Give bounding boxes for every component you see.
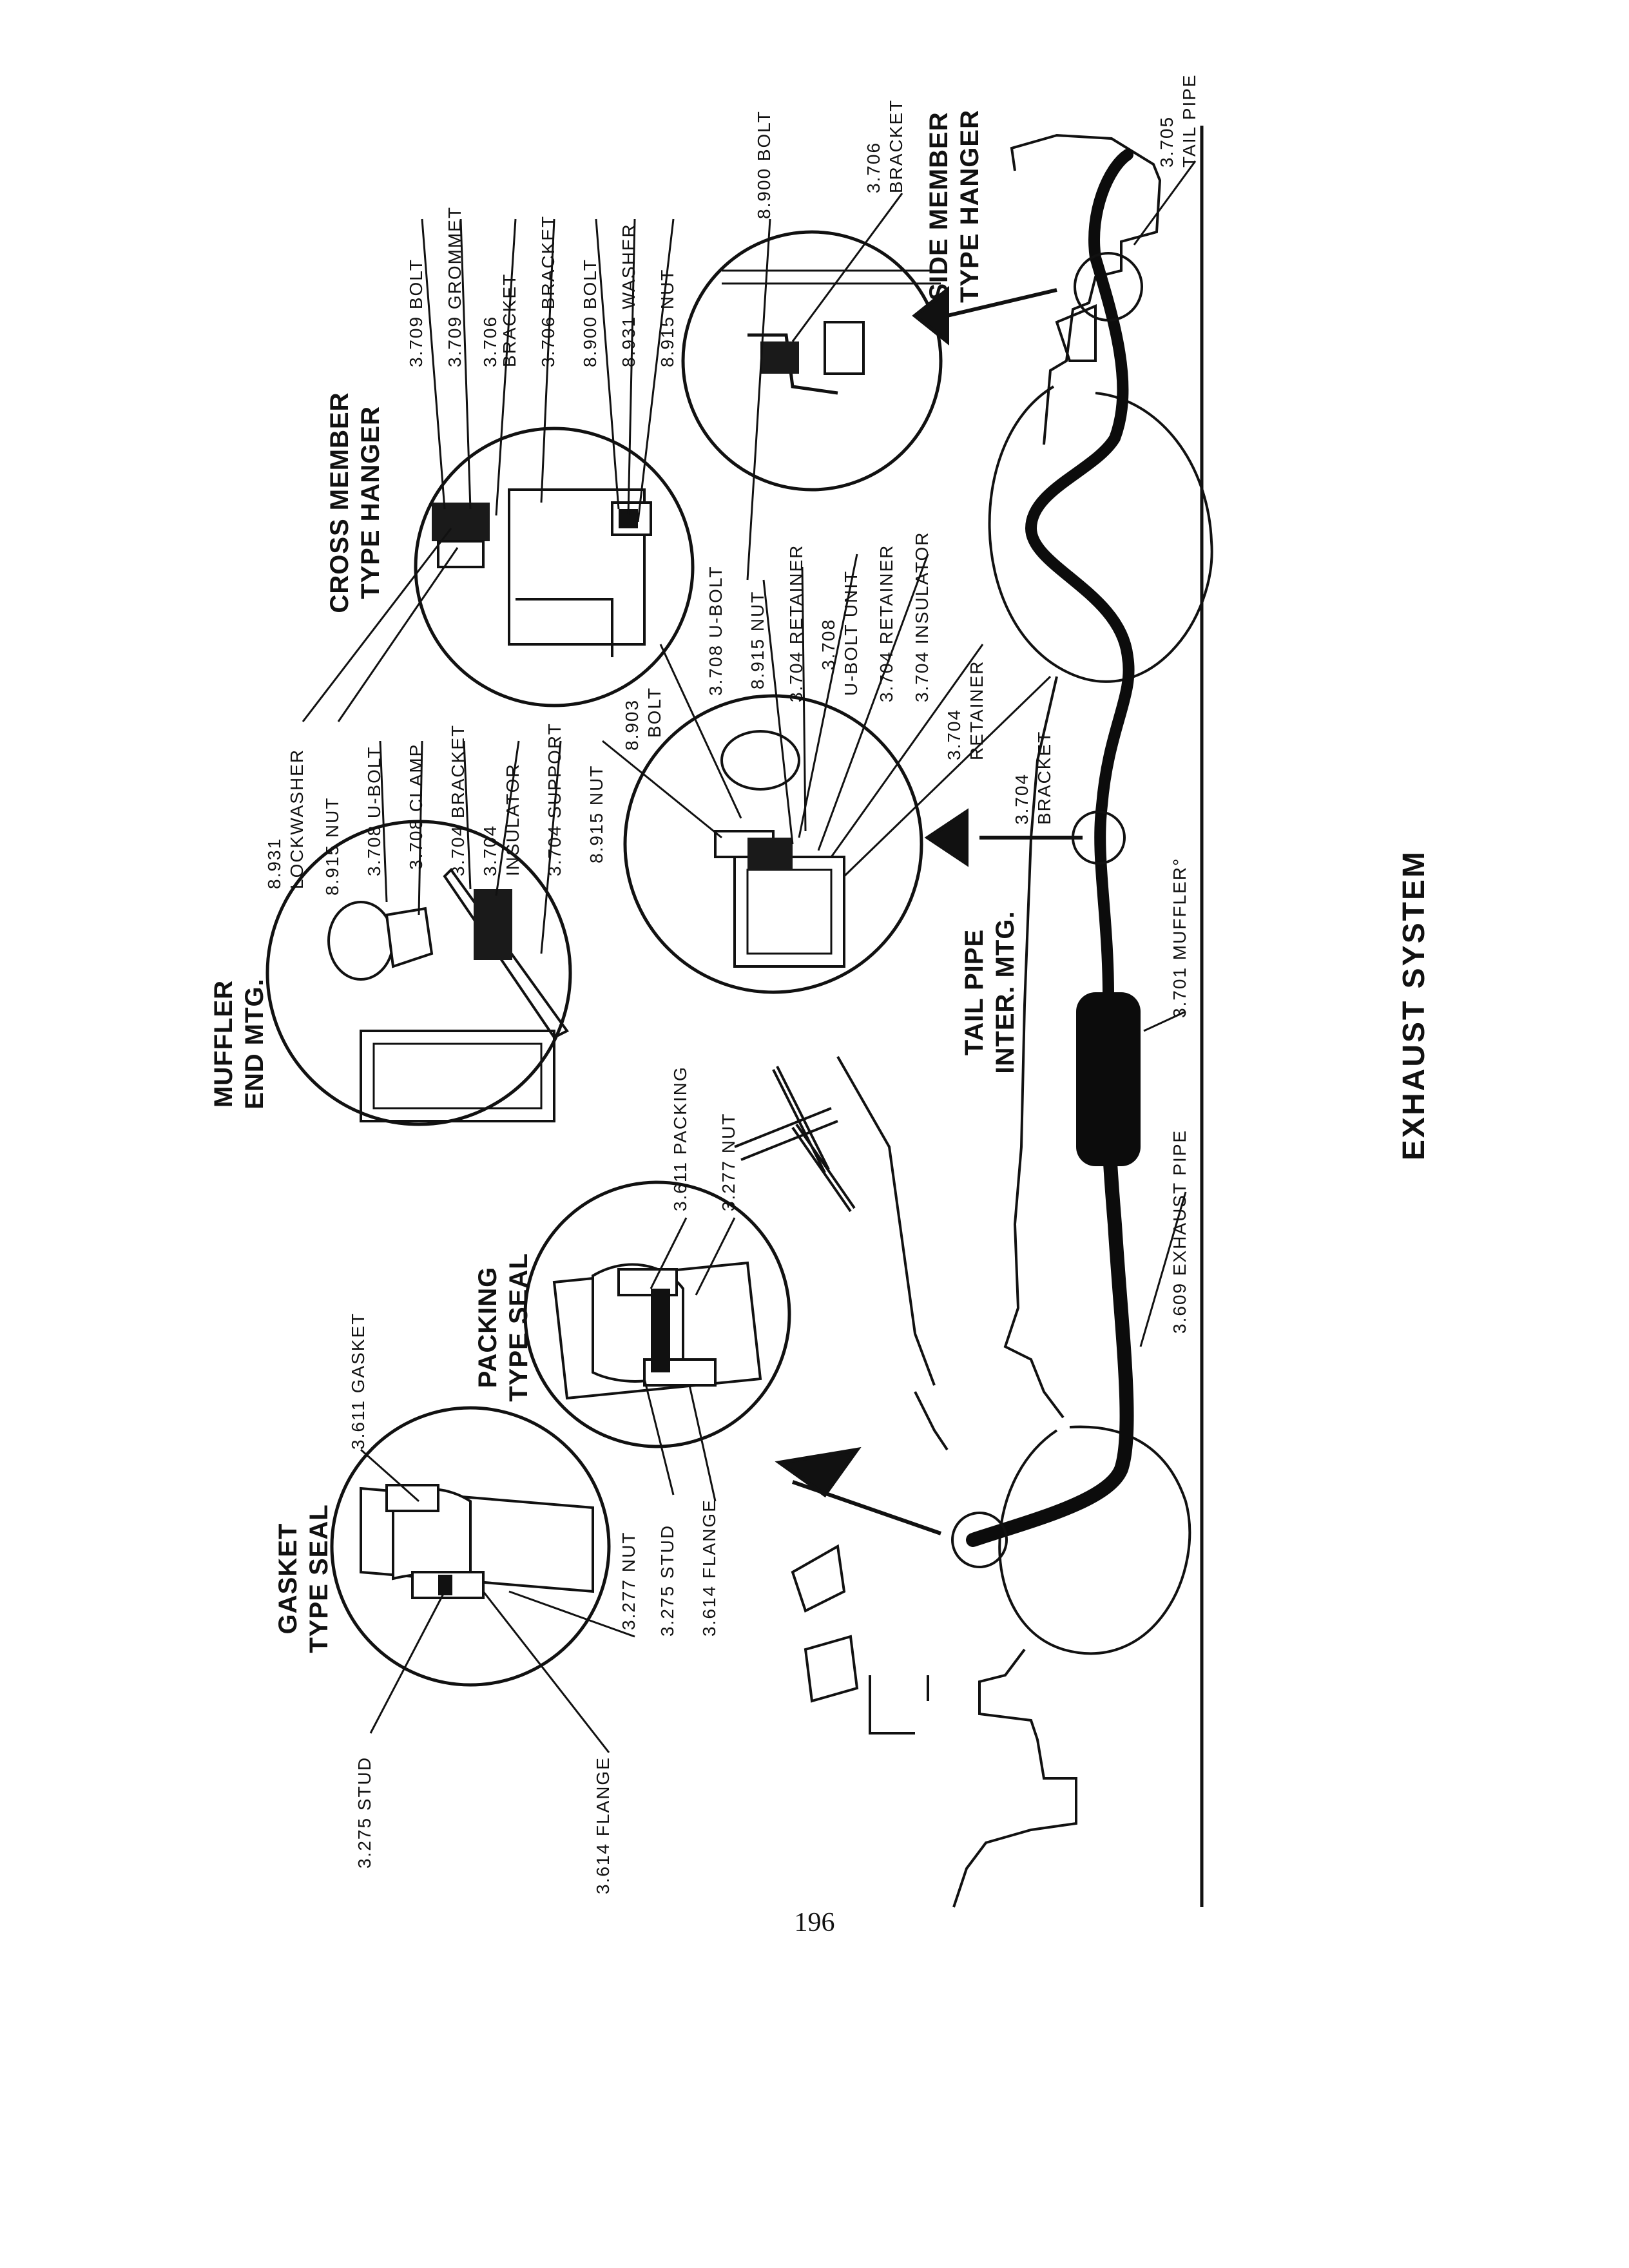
label-tailpipe-num: 3.705 [1157, 116, 1177, 168]
label-side-bracket-num: 3.706 [863, 142, 883, 193]
heading-tailpipe: TAIL PIPE INTER. MTG. [960, 910, 1019, 1073]
label-exhaust-pipe: 3.609 EXHAUST PIPE [1170, 1129, 1190, 1334]
heading-muffler-line2: END MTG. [240, 978, 269, 1110]
label-muffler-nut: 8.915 NUT [322, 797, 342, 896]
page-number: 196 [794, 1908, 835, 1937]
heading-tailpipe-line2: INTER. MTG. [991, 910, 1019, 1073]
label-muffler-clamp: 3.708 CLAMP [406, 744, 426, 870]
label-tail-bolt-num: 8.903 [622, 699, 642, 751]
label-muffler-lockwasher-num: 8.931 [264, 838, 284, 889]
label-tail-retainer3: RETAINER [967, 660, 987, 761]
label-muffler-insulator-num: 3.704 [480, 825, 500, 876]
label-side-bolt: 8.900 BOLT [754, 110, 774, 219]
heading-sidemember-line2: TYPE HANGER [956, 110, 984, 303]
heading-gasket-line1: GASKET [274, 1523, 302, 1635]
page-title: EXHAUST SYSTEM [1397, 850, 1431, 1160]
side-member-marker [1074, 252, 1143, 322]
muffler-body [1076, 992, 1141, 1166]
label-cross-nut: 8.915 NUT [657, 269, 677, 367]
label-cross-bracket-num: 3.706 [480, 316, 500, 367]
label-cross-bolt2: 8.900 BOLT [580, 258, 600, 367]
label-gasket-stud: 3.275 STUD [354, 1756, 374, 1869]
label-side-bracket: BRACKET [886, 99, 906, 193]
packing-seal-inset [523, 1180, 791, 1448]
label-gasket-gasket: 3.611 GASKET [348, 1312, 368, 1450]
label-tail-bracket: BRACKET [1034, 731, 1054, 825]
label-tail-nut: 8.915 NUT [747, 591, 767, 689]
label-tail-retainer3-num: 3.704 [944, 709, 964, 760]
label-muffler-lockwasher: LOCKWASHER [287, 749, 307, 889]
tail-pipe-line [1025, 149, 1135, 1001]
main-exhaust-pipe [966, 1101, 1134, 1547]
sidemember-inset [681, 230, 943, 492]
heading-gasket: GASKET TYPE SEAL [274, 1504, 333, 1653]
gasket-pointer-arrow [775, 1446, 941, 1535]
label-packing-stud: 3.275 STUD [657, 1524, 677, 1637]
label-tail-ubolt: 3.708 U-BOLT [706, 566, 726, 696]
label-packing-packing: 3.611 PACKING [670, 1066, 690, 1211]
heading-packing-line2: TYPE SEAL [505, 1253, 533, 1401]
label-muffler-nut2: 8.915 NUT [586, 765, 606, 863]
heading-muffler-line1: MUFFLER [209, 980, 238, 1108]
label-gasket-flange: 3.614 FLANGE [593, 1756, 613, 1894]
leader-lines [302, 160, 1197, 1753]
label-tailpipe: TAIL PIPE [1179, 73, 1199, 168]
heading-tailpipe-line1: TAIL PIPE [960, 929, 988, 1055]
label-tail-bolt: BOLT [644, 687, 664, 738]
heading-crossmember-line2: TYPE HANGER [356, 406, 385, 599]
heading-sidemember-line1: SIDE MEMBER [925, 111, 953, 300]
heading-sidemember: SIDE MEMBER TYPE HANGER [925, 110, 984, 303]
label-muffler: 3.701 MUFFLER° [1170, 858, 1190, 1018]
label-tail-bracket-num: 3.704 [1012, 773, 1032, 825]
gasket-seal-inset [330, 1406, 611, 1687]
heading-gasket-line2: TYPE SEAL [305, 1504, 333, 1653]
label-cross-washer: 8.931 WASHER [619, 223, 639, 367]
label-packing-nut: 3.277 NUT [718, 1113, 738, 1211]
heading-crossmember-line1: CROSS MEMBER [325, 392, 354, 613]
label-tail-retainer2: 3.704 RETAINER [876, 544, 896, 702]
crossmember-inset [414, 427, 695, 707]
heading-packing: PACKING TYPE SEAL [474, 1253, 533, 1401]
heading-muffler: MUFFLER END MTG. [209, 978, 269, 1110]
label-packing-flange: 3.614 FLANGE [699, 1499, 719, 1637]
label-gasket-nut: 3.277 NUT [619, 1532, 639, 1630]
exhaust-outlet-marker [951, 1512, 1008, 1568]
label-tail-insulator: 3.704 INSULATOR [912, 531, 932, 702]
muffler-end-inset [265, 820, 572, 1126]
heading-crossmember: CROSS MEMBER TYPE HANGER [325, 392, 385, 613]
heading-packing-line1: PACKING [474, 1267, 502, 1388]
label-tail-ubolt-unit: U-BOLT UNIT [841, 570, 861, 696]
label-cross-bolt: 3.709 BOLT [406, 258, 426, 367]
sidemember-pointer-arrow [912, 285, 1057, 346]
tailpipe-pointer-arrow [924, 808, 1083, 867]
